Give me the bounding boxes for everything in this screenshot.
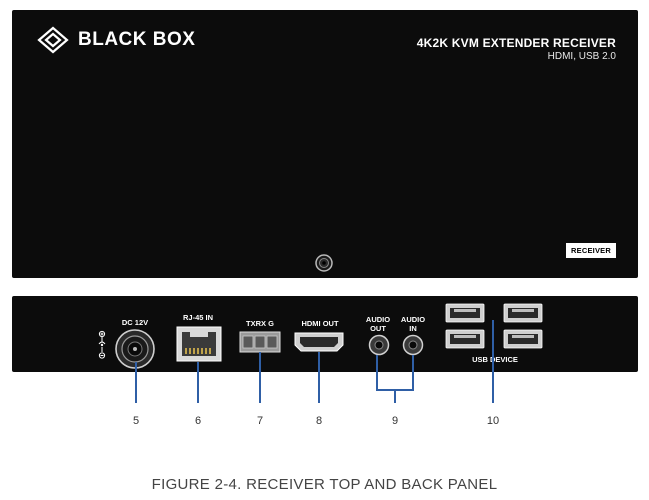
dc-polarity-icon <box>98 330 106 359</box>
receiver-top-panel: BLACK BOX 4K2K KVM EXTENDER RECEIVER HDM… <box>12 10 638 278</box>
audio-in-label: AUDIO IN <box>400 315 426 333</box>
callout-9: 9 <box>391 415 399 427</box>
rj45-port <box>176 326 222 362</box>
black-box-logo-icon <box>37 26 69 54</box>
brand-name: BLACK BOX <box>78 29 196 50</box>
callout-6: 6 <box>194 415 202 427</box>
product-subtitle: HDMI, USB 2.0 <box>547 51 616 62</box>
txrx-g-label: TXRX G <box>246 319 274 328</box>
callout-8: 8 <box>315 415 323 427</box>
rj45-in-label: RJ-45 IN <box>182 313 213 322</box>
mounting-screw-icon <box>315 254 333 272</box>
txrx-terminal-block <box>239 331 281 353</box>
product-title: 4K2K KVM EXTENDER RECEIVER <box>416 36 616 50</box>
callout-5: 5 <box>132 415 140 427</box>
hdmi-out-label: HDMI OUT <box>301 319 339 328</box>
black-box-logo: BLACK BOX <box>36 26 195 54</box>
hdmi-out-port <box>294 332 344 352</box>
dc-12v-label: DC 12V <box>121 318 149 327</box>
callout-10: 10 <box>486 415 500 427</box>
receiver-badge: RECEIVER <box>566 243 616 258</box>
usb-device-label: USB DEVICE <box>472 355 518 364</box>
audio-out-label: AUDIO OUT <box>365 315 391 333</box>
audio-in-jack <box>402 334 424 356</box>
usb-device-ports <box>445 303 543 349</box>
callout-7: 7 <box>256 415 264 427</box>
figure-caption: FIGURE 2-4. RECEIVER TOP AND BACK PANEL <box>151 476 498 493</box>
audio-out-jack <box>368 334 390 356</box>
receiver-back-panel: DC 12V RJ-45 IN TXRX G HDMI OUT AUDIO OU… <box>12 296 638 372</box>
